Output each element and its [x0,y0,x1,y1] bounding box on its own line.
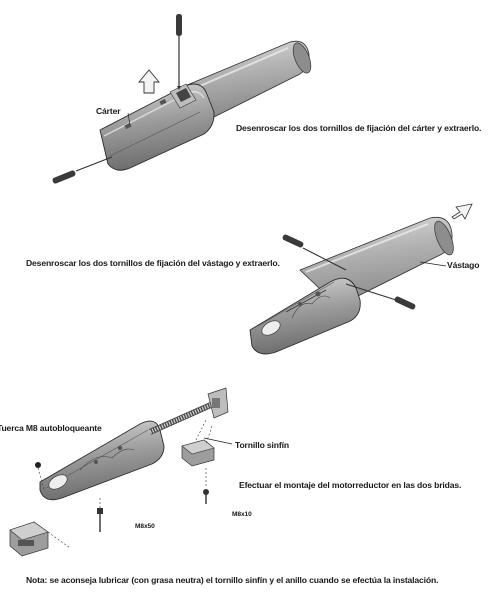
actuator-tube [179,40,312,119]
worm-screw-assembly [39,387,229,501]
step1-drawing [52,14,312,184]
step1-instruction: Desenroscar los dos tornillos de fijació… [236,123,482,133]
flange-bracket [181,439,215,467]
step2-drawing [249,203,473,355]
screwdriver-icon [176,14,182,90]
screwdriver-icon [345,283,416,310]
carter-label: Cárter [96,106,121,116]
leader-line [127,112,131,126]
leader-line [419,261,447,267]
screwdriver-icon [52,156,113,184]
step2-instruction: Desenroscar los dos tornillos de fijació… [26,258,280,268]
nut-label: Tuerca M8 autobloqueante [0,423,102,433]
motor-body [249,277,361,355]
bolt-m8x50-icon [97,508,103,532]
lift-arrow-icon [138,69,160,94]
pull-arrow-icon [451,203,473,220]
step3-instruction: Efectuar el montaje del motorreductor en… [239,480,462,490]
leader-line [203,437,233,445]
screwdriver-icon [282,234,347,271]
bolt-m8x10-icon [203,489,209,504]
carter-housing [99,83,215,171]
flange-bracket-lower [9,521,49,557]
rod-label: Vástago [447,260,480,270]
step3-drawing [9,387,233,557]
bolt-m8x10-label: M8x10 [232,511,252,518]
note-text: Nota: se aconseja lubricar (con grasa ne… [26,575,439,585]
assembly-guides [37,419,213,549]
worm-screw-label: Tornillo sinfín [235,440,289,450]
bolt-m8x50-label: M8x50 [135,523,155,530]
nut-icon [35,462,41,468]
